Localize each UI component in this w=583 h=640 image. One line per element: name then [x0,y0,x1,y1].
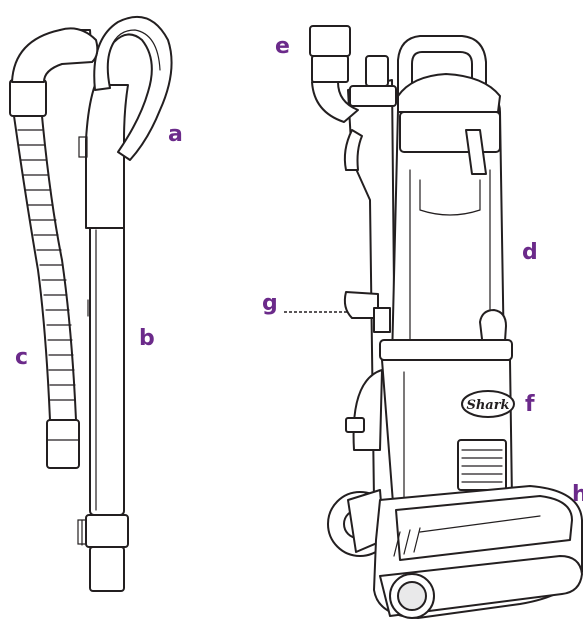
callout-label-h: h [572,482,583,507]
callout-label-b: b [139,326,155,351]
callout-label-a: a [168,122,183,147]
callout-label-d: d [522,240,538,265]
callout-label-c: c [15,345,29,370]
callout-label-g: g [262,291,278,316]
wand-b [77,224,129,592]
vacuum-body: Shark [309,25,583,619]
brand-badge [461,390,515,418]
handle-a [78,15,173,229]
callout-label-e: e [275,34,290,59]
brand-text: Shark [466,398,509,413]
callout-label-f: f [525,392,535,417]
hose-c [9,27,99,469]
